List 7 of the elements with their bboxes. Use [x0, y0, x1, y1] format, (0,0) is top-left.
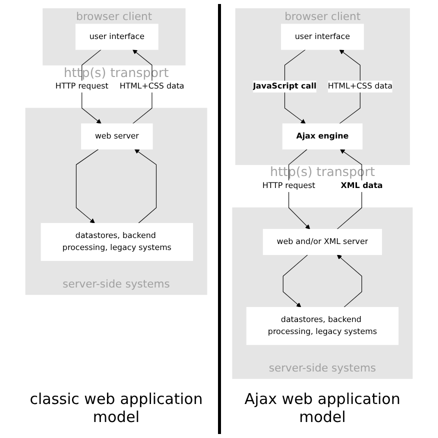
diagram-caption: Ajax web application model [244, 390, 402, 426]
arrow [336, 148, 362, 230]
arrow [134, 148, 157, 224]
arrow [282, 254, 308, 308]
arrow [336, 254, 362, 308]
arrow [76, 148, 99, 224]
diagram-caption: classic web application model [28, 390, 204, 426]
